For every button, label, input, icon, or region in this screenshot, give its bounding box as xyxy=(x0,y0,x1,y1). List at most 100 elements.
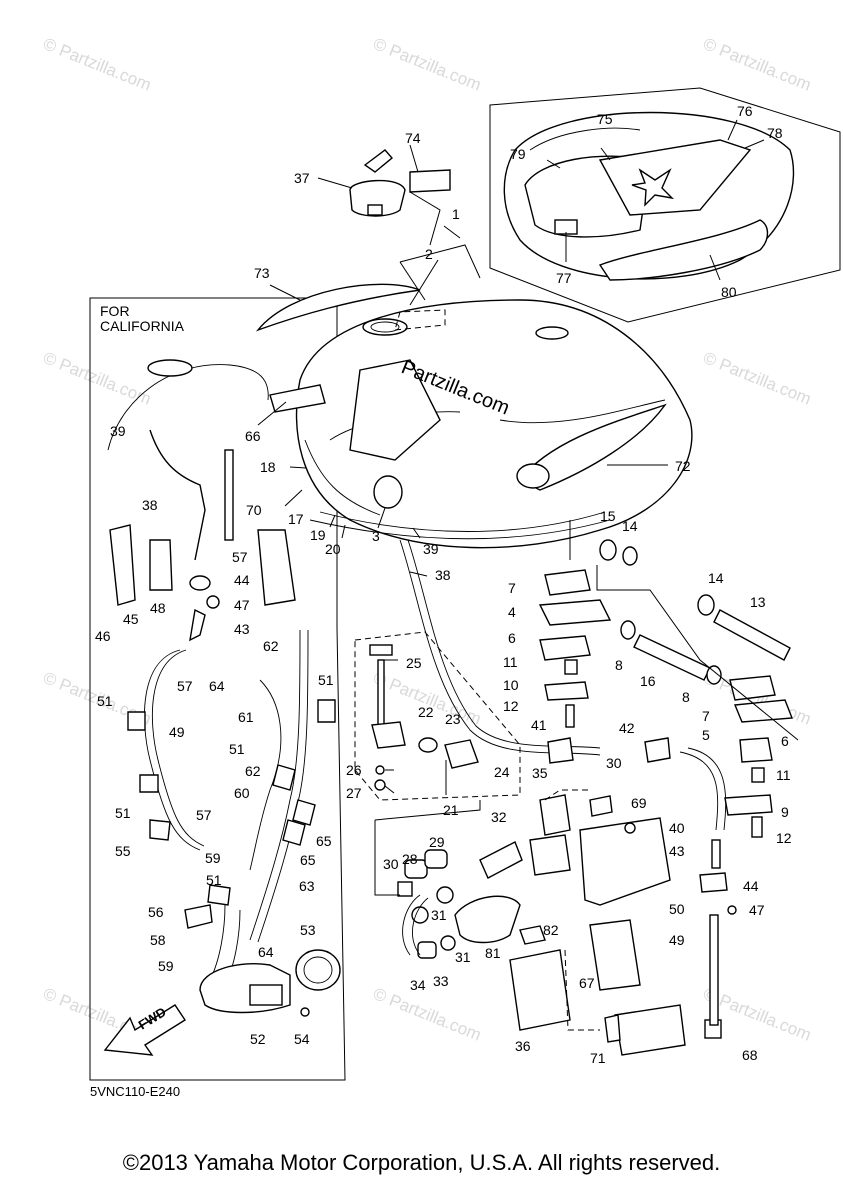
part-number-label: 64 xyxy=(209,678,225,694)
part-number-label: 39 xyxy=(423,541,439,557)
part-number-label: 24 xyxy=(494,764,510,780)
part-number-label: 29 xyxy=(429,834,445,850)
part-number-label: 27 xyxy=(346,785,362,801)
clamp-41 xyxy=(547,737,574,764)
part-number-label: 2 xyxy=(425,246,433,262)
part-number-label: 14 xyxy=(622,518,638,534)
part-number-label: 13 xyxy=(750,594,766,610)
part-number-label: 21 xyxy=(443,802,459,818)
part-number-label: 67 xyxy=(579,975,595,991)
fuel-tank xyxy=(295,244,693,549)
california-box: FOR CALIFORNIA xyxy=(89,297,346,1081)
part-number-label: 34 xyxy=(410,977,426,993)
part-number-label: 12 xyxy=(503,698,519,714)
part-number-label: 15 xyxy=(600,508,616,524)
part-number-label: 42 xyxy=(619,720,635,736)
part-number-label: 53 xyxy=(300,922,316,938)
part-number-label: 5 xyxy=(702,727,710,743)
diagram-code: 5VNC110-E240 xyxy=(90,1084,180,1099)
part-number-label: 79 xyxy=(510,146,526,162)
california-label-line2: CALIFORNIA xyxy=(100,318,185,334)
part-number-label: 33 xyxy=(433,973,449,989)
part-number-label: 41 xyxy=(531,717,547,733)
inset-tank-pads xyxy=(489,87,841,323)
part-number-label: 57 xyxy=(177,678,193,694)
part-number-label: 51 xyxy=(206,872,222,888)
part-number-label: 56 xyxy=(148,904,164,920)
part-number-label: 78 xyxy=(767,125,783,141)
part-number-label: 46 xyxy=(95,628,111,644)
forward-arrow: FWD xyxy=(103,1004,186,1056)
part-number-label: 63 xyxy=(299,878,315,894)
part-number-label: 49 xyxy=(669,932,685,948)
part-number-label: 51 xyxy=(97,693,113,709)
part-number-label: 18 xyxy=(260,459,276,475)
part-number-label: 65 xyxy=(316,833,332,849)
part-number-label: 40 xyxy=(669,820,685,836)
part-number-label: 74 xyxy=(405,130,421,146)
part-number-label: 66 xyxy=(245,428,261,444)
part-number-label: 20 xyxy=(325,541,341,557)
part-number-label: 7 xyxy=(508,580,516,596)
fuel-cock-assembly xyxy=(354,539,727,831)
part-number-label: 51 xyxy=(115,805,131,821)
part-number-label: 80 xyxy=(721,284,737,300)
part-number-label: 38 xyxy=(435,567,451,583)
part-number-label: 38 xyxy=(142,497,158,513)
part-number-label: 7 xyxy=(702,708,710,724)
part-number-label: 30 xyxy=(606,755,622,771)
part-number-label: 6 xyxy=(508,630,516,646)
part-number-label: 75 xyxy=(597,111,613,127)
part-number-label: 28 xyxy=(402,851,418,867)
part-number-label: 54 xyxy=(294,1031,310,1047)
part-labels: 1234566778891011111212131414151617181920… xyxy=(95,103,792,1066)
mounting-brackets xyxy=(538,520,799,838)
watermark: © Partzilla.com xyxy=(701,34,814,95)
leader-lines xyxy=(257,119,765,795)
part-number-label: 10 xyxy=(503,677,519,693)
part-number-label: 31 xyxy=(431,907,447,923)
part-number-label: 52 xyxy=(250,1031,266,1047)
watermark: © Partzilla.com xyxy=(701,348,814,409)
part-number-label: 43 xyxy=(234,621,250,637)
part-number-label: 12 xyxy=(776,830,792,846)
tank-pad-73 xyxy=(255,283,421,332)
part-number-label: 36 xyxy=(515,1038,531,1054)
part-number-label: 50 xyxy=(669,901,685,917)
part-number-label: 65 xyxy=(300,852,316,868)
part-number-label: 25 xyxy=(406,655,422,671)
part-number-label: 31 xyxy=(455,949,471,965)
part-number-label: 47 xyxy=(234,597,250,613)
part-number-label: 51 xyxy=(318,672,334,688)
part-number-label: 8 xyxy=(615,657,623,673)
part-number-label: 68 xyxy=(742,1047,758,1063)
part-number-label: 57 xyxy=(232,549,248,565)
part-number-label: 44 xyxy=(743,878,759,894)
part-number-label: 6 xyxy=(781,733,789,749)
part-number-label: 49 xyxy=(169,724,185,740)
part-number-label: 1 xyxy=(452,206,460,222)
part-number-label: 30 xyxy=(383,856,399,872)
part-number-label: 55 xyxy=(115,843,131,859)
watermark: © Partzilla.com xyxy=(41,34,154,95)
part-number-label: 64 xyxy=(258,944,274,960)
part-number-label: 71 xyxy=(590,1050,606,1066)
part-number-label: 60 xyxy=(234,785,250,801)
part-number-label: 37 xyxy=(294,170,310,186)
part-number-label: 59 xyxy=(205,850,221,866)
part-number-label: 22 xyxy=(418,704,434,720)
fuel-cap xyxy=(349,149,451,246)
part-number-label: 26 xyxy=(346,762,362,778)
part-number-label: 8 xyxy=(682,689,690,705)
part-number-label: 51 xyxy=(229,741,245,757)
part-number-label: 70 xyxy=(246,502,262,518)
part-number-label: 72 xyxy=(675,458,691,474)
california-label-line1: FOR xyxy=(100,303,130,319)
part-number-label: 62 xyxy=(245,763,261,779)
part-number-label: 69 xyxy=(631,795,647,811)
part-number-label: 77 xyxy=(556,270,572,286)
part-number-label: 76 xyxy=(737,103,753,119)
fuel-pump-assembly xyxy=(374,789,737,1056)
watermark: © Partzilla.com xyxy=(371,34,484,95)
